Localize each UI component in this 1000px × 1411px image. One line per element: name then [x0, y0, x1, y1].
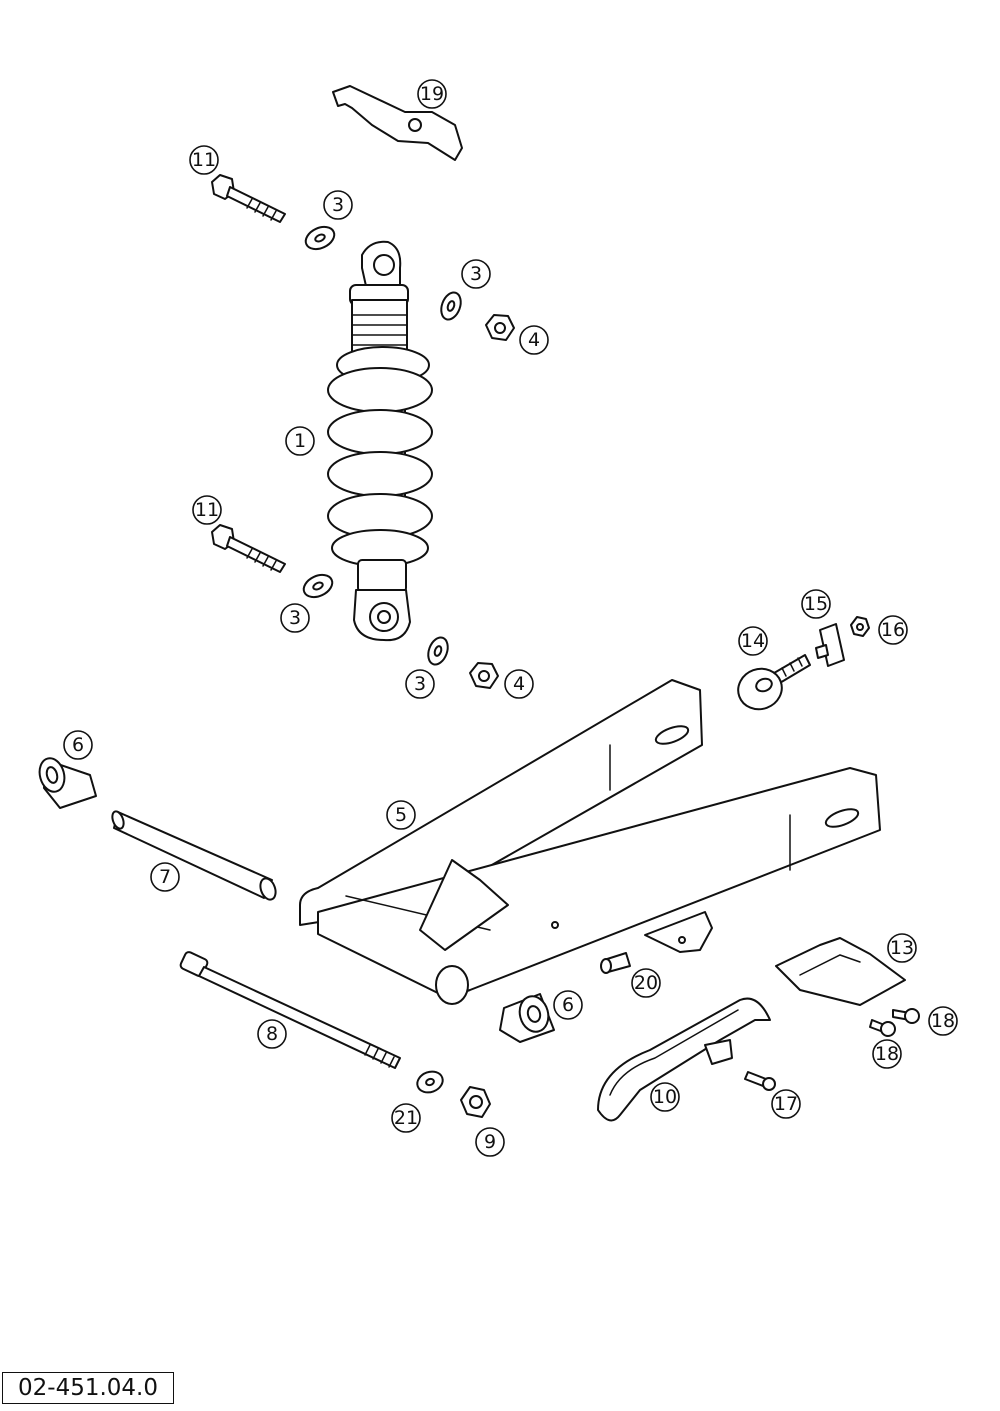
svg-text:3: 3: [414, 673, 426, 695]
svg-text:7: 7: [159, 866, 171, 888]
svg-text:8: 8: [266, 1023, 278, 1045]
pivot-tube-part: [111, 810, 277, 901]
nut-part: [485, 314, 515, 341]
svg-text:3: 3: [289, 607, 301, 629]
callout-11: 11: [189, 145, 219, 175]
callout-14: 14: [738, 626, 768, 656]
svg-text:3: 3: [332, 194, 344, 216]
callout-21: 21: [391, 1103, 421, 1133]
svg-text:14: 14: [741, 630, 765, 652]
callout-11: 11: [192, 495, 222, 525]
svg-text:15: 15: [804, 593, 828, 615]
svg-text:18: 18: [875, 1043, 899, 1065]
svg-text:17: 17: [774, 1093, 798, 1115]
drawing-code-label: 02-451.04.0: [2, 1372, 174, 1404]
svg-text:4: 4: [513, 673, 525, 695]
callout-10: 10: [650, 1082, 680, 1112]
svg-text:9: 9: [484, 1131, 496, 1153]
callout-8: 8: [257, 1019, 287, 1049]
screw-part: [892, 1008, 920, 1024]
svg-text:6: 6: [72, 734, 84, 756]
chain-guard-part: [775, 937, 906, 1006]
callout-13: 13: [887, 933, 917, 963]
chain-roller-part: [737, 654, 811, 711]
svg-text:11: 11: [195, 499, 219, 521]
callout-6: 6: [553, 990, 583, 1020]
chain-slider-part: [597, 997, 771, 1122]
svg-text:3: 3: [470, 263, 482, 285]
pivot-bolt-part: [179, 951, 401, 1069]
callout-6: 6: [63, 730, 93, 760]
callout-3: 3: [461, 259, 491, 289]
pivot-nut-part: [460, 1086, 491, 1118]
svg-text:21: 21: [394, 1107, 418, 1129]
callout-9: 9: [475, 1127, 505, 1157]
upper-bolt-part: [211, 174, 286, 223]
spanner-wrench-part: [332, 85, 463, 161]
screw-part: [744, 1071, 776, 1091]
callout-3: 3: [280, 603, 310, 633]
callout-5: 5: [386, 800, 416, 830]
tab-washer-part: [815, 623, 845, 667]
callout-15: 15: [801, 589, 831, 619]
svg-text:4: 4: [528, 329, 540, 351]
swingarm-part: [299, 679, 881, 1005]
svg-text:19: 19: [420, 83, 444, 105]
callout-19: 19: [417, 79, 447, 109]
sleeve-part: [600, 952, 631, 974]
washer-part: [302, 573, 334, 599]
screw-part: [869, 1019, 896, 1037]
svg-text:6: 6: [562, 994, 574, 1016]
callout-4: 4: [504, 669, 534, 699]
bushing-part: [38, 757, 97, 809]
svg-text:13: 13: [890, 937, 914, 959]
callout-1: 1: [285, 426, 315, 456]
svg-text:1: 1: [294, 430, 306, 452]
nut-part: [469, 662, 499, 689]
callout-4: 4: [519, 325, 549, 355]
washer-part: [427, 636, 449, 666]
shock-absorber-part: [327, 240, 433, 642]
callout-18: 18: [928, 1006, 958, 1036]
small-nut-part: [850, 616, 870, 637]
callout-3: 3: [405, 669, 435, 699]
callout-3: 3: [323, 190, 353, 220]
svg-text:5: 5: [395, 804, 407, 826]
svg-text:11: 11: [192, 149, 216, 171]
callout-16: 16: [878, 615, 908, 645]
callout-17: 17: [771, 1089, 801, 1119]
svg-text:18: 18: [931, 1010, 955, 1032]
washer-part: [304, 225, 336, 251]
washer-part: [440, 291, 462, 321]
callout-20: 20: [631, 968, 661, 998]
callout-18: 18: [872, 1039, 902, 1069]
callout-7: 7: [150, 862, 180, 892]
svg-text:20: 20: [634, 972, 658, 994]
washer-part: [416, 1070, 444, 1094]
bushing-part: [499, 993, 555, 1043]
lower-bolt-part: [211, 524, 286, 573]
svg-text:16: 16: [881, 619, 905, 641]
svg-text:10: 10: [653, 1086, 677, 1108]
